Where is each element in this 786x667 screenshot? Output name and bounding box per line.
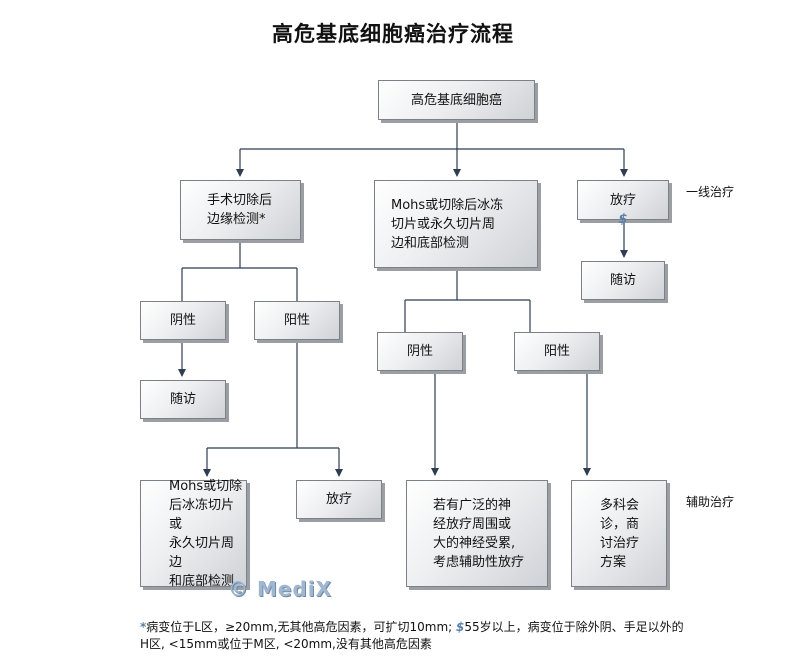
adjuvant-label: 辅助治疗 [686,495,735,509]
followup-left-node: 随访 [140,380,226,419]
radiotherapy-top-label: 放疗 [609,192,636,208]
radiotherapy-bottom-label: 放疗 [325,492,352,507]
footnote-dollar: $ [456,620,465,634]
medix-watermark: © MediX [228,577,333,601]
followup-right-label: 随访 [609,273,636,288]
negative-mid-label: 阴性 [406,344,433,359]
surgery-node: 手术切除后 边缘检测* [180,180,301,240]
footnote: *病变位于L区，≥20mm,无其他高危因素，可扩切10mm; $55岁以上，病变… [140,619,760,653]
radiotherapy-top-node: 放疗 $ [577,180,669,227]
positive-left-node: 阳性 [254,301,340,340]
nerve-node: 若有广泛的神 经放疗周围或 大的神经受累, 考虑辅助性放疗 [406,480,548,587]
dollar-mark: $ [618,211,628,227]
followup-right-node: 随访 [581,261,665,300]
negative-left-label: 阴性 [169,313,196,328]
first-line-label: 一线治疗 [686,185,735,199]
radiotherapy-top-label-wrap: 放疗 $ [610,172,636,229]
positive-left-label: 阳性 [283,313,310,328]
negative-mid-node: 阴性 [377,332,463,371]
surgery-node-label: 手术切除后 边缘检测* [207,193,273,227]
radiotherapy-bottom-node: 放疗 [296,480,382,519]
mdt-node-label: 多科会 诊，商 讨治疗 方案 [600,497,640,570]
diagram-title: 高危基底细胞癌治疗流程 [272,22,514,46]
mohs-top-node: Mohs或切除后冰冻 切片或永久切片周 边和底部检测 [374,180,538,268]
nerve-node-label: 若有广泛的神 经放疗周围或 大的神经受累, 考虑辅助性放疗 [433,497,525,570]
mohs-top-node-label: Mohs或切除后冰冻 切片或永久切片周 边和底部检测 [391,197,504,251]
root-node-label: 高危基底细胞癌 [410,92,502,108]
followup-left-label: 随访 [169,392,196,407]
positive-mid-label: 阳性 [543,344,570,359]
footnote-line1: 病变位于L区，≥20mm,无其他高危因素，可扩切10mm; [146,620,456,634]
mohs-bottom-node: Mohs或切除 后冰冻切片或 永久切片周边 和底部检测 [140,479,247,589]
root-node: 高危基底细胞癌 [378,80,535,120]
mohs-bottom-label: Mohs或切除 后冰冻切片或 永久切片周边 和底部检测 [169,478,243,589]
positive-mid-node: 阳性 [514,332,600,371]
footnote-line1b: 55岁以上，病变位于除外阴、手足以外的 [464,620,684,634]
footnote-asterisk: * [140,620,147,634]
footnote-line2: H区, <15mm或位于M区, <20mm,没有其他高危因素 [140,637,432,651]
mdt-node: 多科会 诊，商 讨治疗 方案 [571,480,667,587]
negative-left-node: 阴性 [140,301,226,340]
